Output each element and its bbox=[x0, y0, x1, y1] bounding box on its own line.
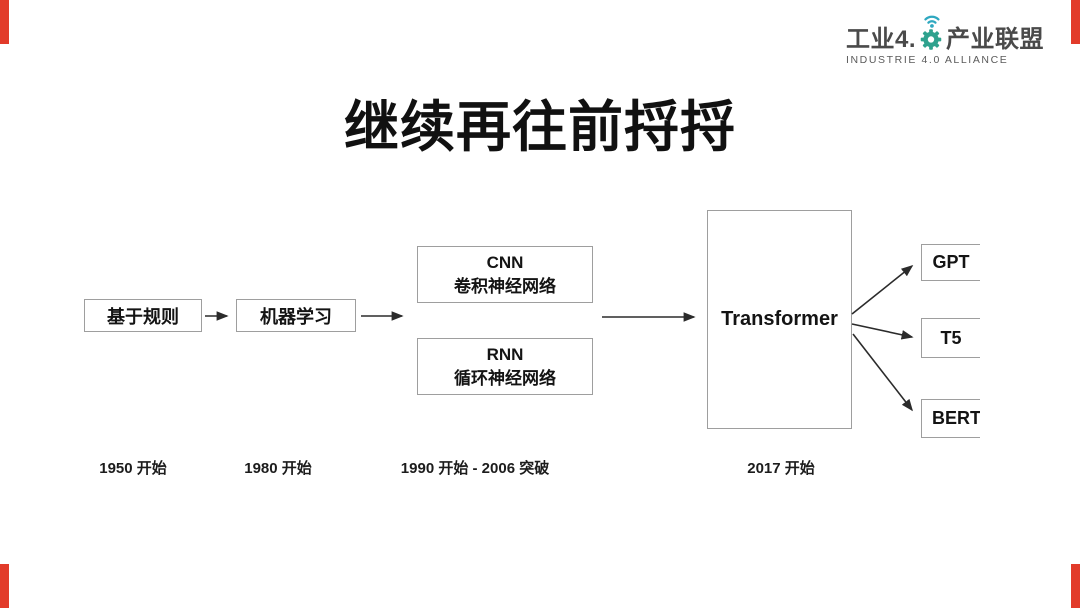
node-cnn: CNN 卷积神经网络 bbox=[417, 246, 593, 303]
wifi-signal-icon bbox=[924, 15, 940, 24]
node-transformer: Transformer bbox=[707, 210, 852, 429]
gear-icon bbox=[920, 15, 942, 50]
node-t5: T5 bbox=[921, 318, 980, 358]
node-gpt-label: GPT bbox=[932, 252, 970, 272]
industrie-4-alliance-logo: 工业4. 产业联盟 INDUSTRIE 4. bbox=[846, 10, 1044, 66]
timeline-label-1950: 1950 开始 bbox=[99, 460, 167, 477]
arrow-transformer-to-gpt bbox=[851, 265, 914, 315]
page-title: 继续再往前捋捋 bbox=[343, 96, 736, 158]
logo-line1: 工业4. 产业联盟 bbox=[846, 10, 1044, 52]
node-rule-based-label: 基于规则 bbox=[107, 306, 179, 327]
node-gpt: GPT bbox=[921, 244, 980, 281]
node-rule-based: 基于规则 bbox=[84, 299, 202, 332]
arrow-transformer-to-bert bbox=[852, 333, 913, 412]
timeline-label-1990-2006: 1990 开始 - 2006 突破 bbox=[400, 460, 550, 477]
node-transformer-label: Transformer bbox=[721, 308, 838, 330]
corner-mark-top-right bbox=[1071, 0, 1080, 44]
corner-mark-bottom-left bbox=[0, 564, 9, 608]
node-cnn-subtitle: 卷积神经网络 bbox=[454, 276, 556, 296]
node-t5-label: T5 bbox=[940, 327, 962, 348]
timeline-label-1980: 1980 开始 bbox=[244, 460, 312, 477]
timeline-label-2017: 2017 开始 bbox=[747, 460, 815, 477]
node-machine-learning-label: 机器学习 bbox=[260, 306, 332, 327]
logo-text-left: 工业4. bbox=[845, 26, 916, 53]
node-cnn-title: CNN bbox=[486, 252, 524, 272]
corner-mark-top-left bbox=[0, 0, 9, 44]
corner-mark-bottom-right bbox=[1071, 564, 1080, 608]
arrow-transformer-to-t5 bbox=[851, 323, 914, 340]
node-rnn-subtitle: 循环神经网络 bbox=[454, 368, 556, 388]
logo-subtitle: INDUSTRIE 4.0 ALLIANCE bbox=[845, 54, 1009, 66]
node-rnn: RNN 循环神经网络 bbox=[417, 338, 593, 395]
node-rnn-title: RNN bbox=[486, 344, 524, 364]
node-bert: BERT bbox=[921, 399, 980, 438]
node-machine-learning: 机器学习 bbox=[236, 299, 356, 332]
logo-text-right: 产业联盟 bbox=[946, 26, 1044, 53]
node-bert-label: BERT bbox=[932, 408, 980, 428]
